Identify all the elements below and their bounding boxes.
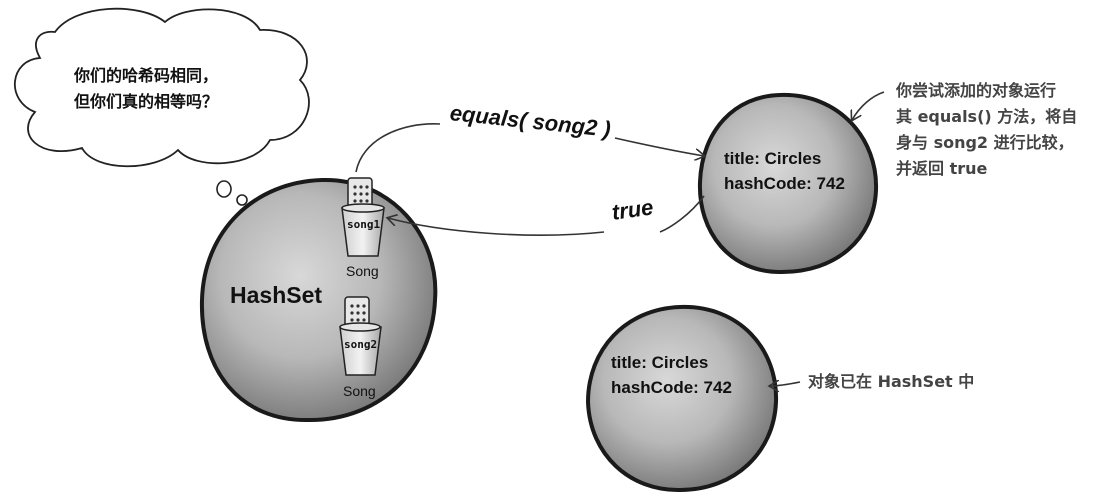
note-bottom: 对象已在 HashSet 中: [808, 372, 975, 391]
thought-dot-small: [236, 194, 248, 206]
object-top-title: title: Circles: [724, 149, 822, 168]
equals-call-arrow: [355, 123, 704, 173]
song1-cup: [341, 177, 385, 257]
song1-caption: Song: [346, 263, 379, 279]
song2-cup-label: song2: [344, 338, 378, 351]
object-top-text: title: Circles hashCode: 742: [724, 146, 845, 196]
song2-cup: [339, 296, 382, 376]
object-bottom-hashcode: hashCode: 742: [611, 378, 732, 397]
note-bottom-arrow: [770, 382, 801, 386]
song1-cup-label: song1: [347, 218, 381, 231]
hashset-label: HashSet: [230, 282, 323, 308]
note-top-line-4: 并返回 true: [896, 159, 988, 178]
object-ball-bottom: [585, 304, 779, 493]
thought-bubble: [13, 7, 310, 168]
object-bottom-title: title: Circles: [611, 353, 709, 372]
note-top-arrow: [852, 91, 885, 120]
song2-caption: Song: [343, 383, 376, 399]
object-bottom-text: title: Circles hashCode: 742: [611, 350, 732, 400]
thought-dot-large: [216, 180, 232, 198]
note-top-line-2: 其 equals() 方法，将自: [896, 107, 1078, 126]
object-top-hashcode: hashCode: 742: [724, 174, 845, 193]
bubble-line-2: 但你们真的相等吗？: [74, 92, 219, 111]
note-top: 你尝试添加的对象运行 其 equals() 方法，将自 身与 song2 进行比…: [896, 78, 1077, 182]
true-return-arrow: [388, 195, 705, 236]
bubble-question: 你们的哈希码相同， 但你们真的相等吗？: [74, 63, 218, 115]
object-ball-top: [697, 92, 879, 275]
bubble-line-1: 你们的哈希码相同，: [74, 66, 219, 85]
note-top-line-3: 身与 song2 进行比较，: [896, 133, 1074, 152]
note-top-line-1: 你尝试添加的对象运行: [896, 81, 1057, 100]
